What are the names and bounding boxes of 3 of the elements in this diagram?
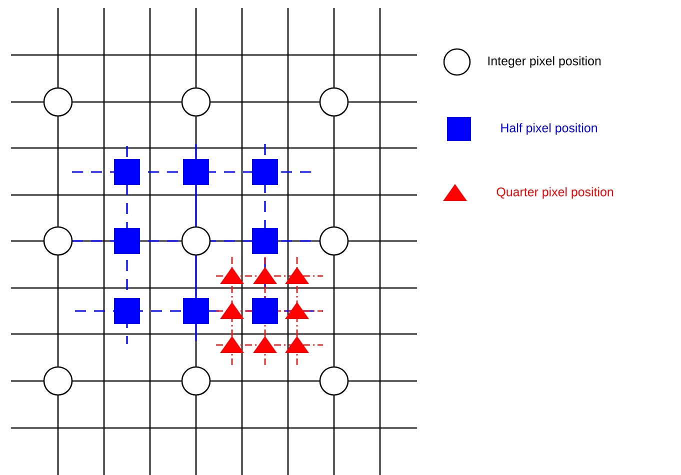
legend-label: Quarter pixel position: [496, 187, 614, 199]
legend-label: Half pixel position: [501, 123, 597, 135]
legend-label: Integer pixel position: [488, 56, 601, 68]
